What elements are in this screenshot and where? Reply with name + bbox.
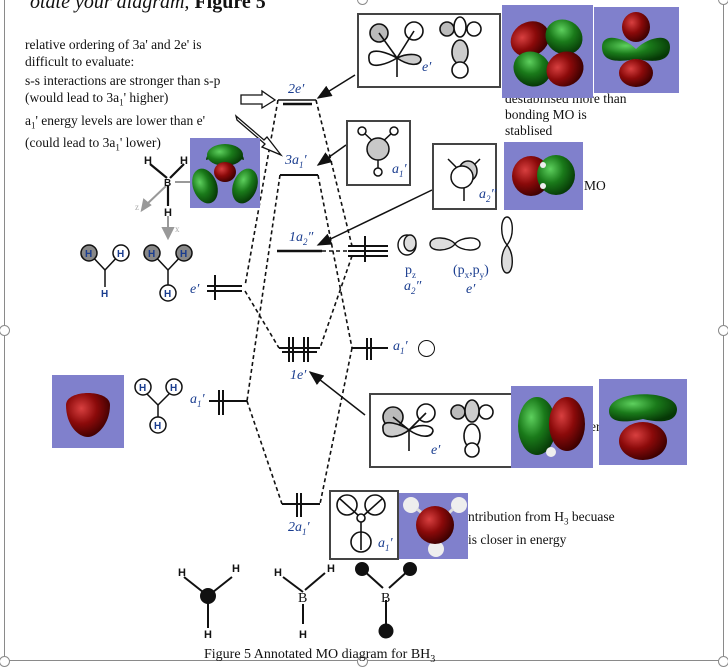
- svg-text:H: H: [178, 567, 186, 579]
- svg-text:B: B: [164, 178, 171, 189]
- bottom-structures: [183, 562, 417, 639]
- label-2e: 2e′: [288, 82, 305, 97]
- note-line: bonding MO is: [505, 107, 587, 122]
- note-line: is closer in energy: [468, 531, 567, 547]
- note-line: s-s interactions are stronger than s-p: [25, 73, 221, 88]
- correlation-lines: [244, 99, 353, 505]
- contribution-note: ntribution from H3 becuase is closer in …: [468, 508, 615, 549]
- svg-text:H: H: [180, 155, 188, 167]
- antibonding-note: destabilised more than bonding MO is sta…: [505, 91, 626, 139]
- heading-italic: otate your diagram,: [30, 0, 190, 13]
- mo-image-1e-b: [599, 379, 687, 465]
- label-1a2: 1a2″: [289, 230, 314, 247]
- svg-text:H: H: [101, 289, 108, 300]
- label-1e: 1e′: [290, 368, 307, 383]
- hollow-arrows: [234, 89, 284, 157]
- orbital-box-a2: a2″: [432, 143, 497, 210]
- svg-text:B: B: [381, 591, 390, 606]
- orbital-box-bottom-a1: a1′: [329, 490, 399, 560]
- boron-s-label: a1′: [393, 339, 408, 356]
- note-line: (could lead to 3a1' lower): [25, 135, 161, 154]
- note-line: a1' energy levels are lower than e': [25, 112, 206, 131]
- boron-s-orbital: [418, 340, 435, 357]
- orbital-box-top-e: e′: [357, 13, 501, 88]
- resize-handle-left[interactable]: [0, 325, 10, 336]
- boron-p-levels: [348, 236, 388, 262]
- box-a2-label: a2″: [479, 187, 497, 204]
- svg-text:x: x: [175, 224, 180, 234]
- ordering-note: relative ordering of 3a' and 2e' is diff…: [25, 36, 220, 157]
- svg-text:H: H: [204, 629, 212, 641]
- mo-level-2e: [278, 99, 316, 106]
- mo-image-2a1: [399, 493, 468, 559]
- svg-text:z: z: [135, 202, 139, 212]
- box-a1-label: a1′: [392, 162, 407, 179]
- svg-text:H: H: [170, 383, 177, 394]
- h3-a1-label: a1′: [190, 392, 205, 409]
- axes-h1: H: [144, 155, 152, 167]
- bottom-structure-labels: H H H H H H B B: [178, 563, 390, 641]
- h3-e-label: e′: [190, 282, 200, 297]
- mo-level-1e: [279, 337, 320, 362]
- note-line: ntribution from H3 becuase: [468, 509, 615, 527]
- resize-handle-top-right[interactable]: [718, 0, 728, 5]
- note-line: relative ordering of 3a' and 2e' is: [25, 37, 202, 52]
- pointer-arrows: [308, 74, 433, 416]
- mo-level-2a1: [282, 493, 320, 517]
- mo-image-2e-b: [594, 7, 679, 93]
- orbital-box-a1: a1′: [346, 120, 411, 186]
- svg-text:H: H: [139, 383, 146, 394]
- mo-image-2e-a: [502, 5, 593, 98]
- h3-a1-level: [209, 390, 247, 415]
- figure-caption: Figure 5 Annotated MO diagram for BH3: [204, 647, 436, 665]
- heading-bold: Figure 5: [194, 0, 266, 13]
- box-lower-e-label: e′: [431, 443, 441, 458]
- svg-text:H: H: [232, 563, 240, 575]
- svg-text:B: B: [298, 591, 307, 606]
- svg-text:H: H: [164, 207, 172, 219]
- a2-mo-note: MO: [584, 178, 606, 193]
- mo-image-a2: [504, 142, 583, 210]
- boron-p-orbital-icons: [397, 216, 513, 274]
- h3-fragment-sketches: H H H H H H H H H: [80, 244, 193, 434]
- boron-pz-sym: a2″: [404, 279, 422, 296]
- note-line: (would lead to 3a1' higher): [25, 90, 169, 108]
- boron-pz-label: pz: [405, 263, 416, 280]
- box-top-e-label: e′: [422, 60, 432, 75]
- boron-pxpy-sym: e′: [466, 282, 476, 297]
- partial-note: er: [590, 419, 601, 434]
- svg-text:H: H: [327, 563, 335, 575]
- svg-text:H: H: [154, 421, 161, 432]
- svg-text:H: H: [164, 289, 171, 300]
- svg-text:H: H: [148, 249, 155, 260]
- resize-handle-right[interactable]: [718, 325, 728, 336]
- note-line: stablised: [505, 123, 553, 138]
- note-line: difficult to evaluate:: [25, 54, 135, 69]
- mo-image-1e-a: [511, 386, 593, 468]
- mo-image-3a1: [190, 138, 260, 208]
- boron-pxpy-label: (px,py): [453, 263, 489, 280]
- svg-text:H: H: [274, 567, 282, 579]
- svg-text:H: H: [117, 249, 124, 260]
- section-heading: otate your diagram, Figure 5: [30, 0, 266, 14]
- h3-e-level: [207, 275, 242, 300]
- mo-image-a1-h3: [52, 375, 124, 448]
- label-2a1: 2a1′: [288, 520, 310, 537]
- svg-text:H: H: [85, 249, 92, 260]
- label-3a1: 3a1′: [285, 153, 307, 170]
- box-bottom-a1-label: a1′: [378, 536, 393, 553]
- orbital-box-lower-e: e′: [369, 393, 513, 468]
- svg-text:H: H: [299, 629, 307, 641]
- boron-s-level: [352, 338, 388, 360]
- svg-text:H: H: [180, 249, 187, 260]
